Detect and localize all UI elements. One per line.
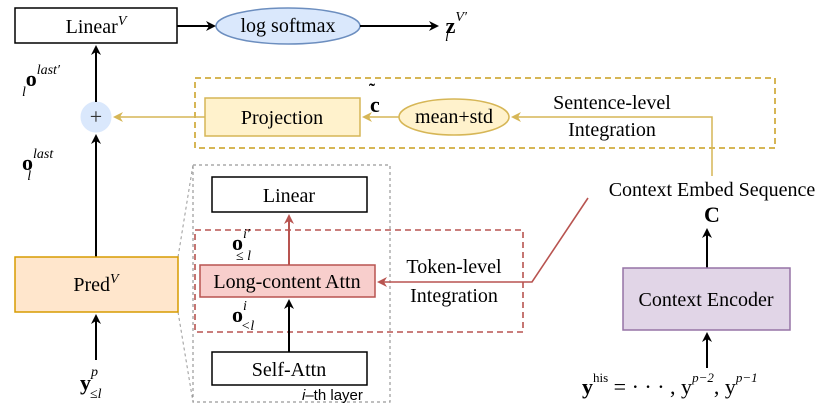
transformer-layer-region xyxy=(192,164,391,403)
context-encoder-label: Context Encoder xyxy=(639,289,774,311)
zoom-line-top xyxy=(177,164,194,258)
token-integration-label: Integration xyxy=(410,285,498,307)
o-lt-l-label: oi<l xyxy=(232,299,254,334)
c-bold-label: C xyxy=(704,202,720,227)
arrow-context-to-meanstd xyxy=(511,112,713,176)
token-level-label: Token-level xyxy=(406,256,502,278)
self-attn-box xyxy=(211,351,368,386)
long-content-attn-box xyxy=(199,264,376,298)
layer-label: i–th layer xyxy=(302,387,363,404)
plus-label: + xyxy=(90,104,102,129)
sentence-level-region xyxy=(194,77,776,149)
linear-v-label: LinearV xyxy=(66,14,128,38)
o-last-prime-label: olast′l xyxy=(22,63,61,100)
projection-label: Projection xyxy=(241,107,323,129)
long-content-attn-label: Long-content Attn xyxy=(213,271,360,293)
pred-v-label: PredV xyxy=(73,272,120,296)
token-level-region xyxy=(194,229,524,333)
input-y-label: yp≤l xyxy=(80,365,102,402)
sentence-level-label: Sentence-level xyxy=(553,92,671,114)
linear-box xyxy=(211,176,368,213)
arrow-context-to-longattn xyxy=(377,197,589,287)
self-attn-label: Self-Attn xyxy=(252,359,326,381)
output-z-label: zV′l xyxy=(445,10,468,45)
sentence-integration-label: Integration xyxy=(568,119,656,141)
projection-box xyxy=(204,97,361,137)
y-his-label: yhis = · · · , yp−2, yp−1 xyxy=(582,370,758,399)
mean-std-label: mean+std xyxy=(415,106,493,128)
c-tilde-mark: ˜ xyxy=(369,80,375,100)
log-softmax-label: log softmax xyxy=(241,15,336,37)
context-encoder-box xyxy=(622,267,791,331)
o-le-l-prime-label: oi′≤ l xyxy=(232,227,251,264)
context-embed-sequence-label: Context Embed Sequence xyxy=(609,179,816,201)
zoom-line-bottom xyxy=(177,311,194,403)
pred-v-box xyxy=(14,256,179,313)
linear-v-box xyxy=(14,7,178,44)
linear-label: Linear xyxy=(263,185,316,207)
c-tilde-label: c xyxy=(370,92,380,117)
